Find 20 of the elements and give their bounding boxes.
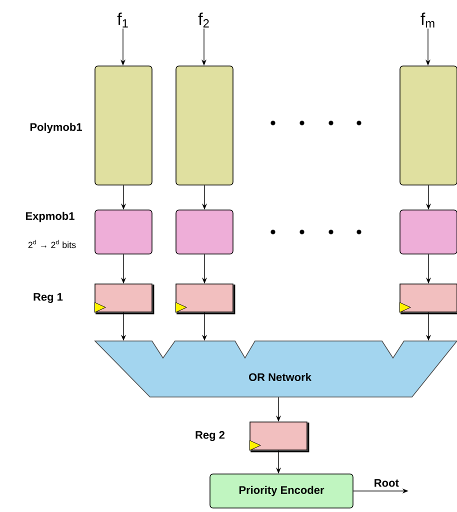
register-box	[399, 284, 457, 314]
polymob-box	[400, 66, 457, 186]
row-note: 2$^{d}$ → 2$^{d}$ bits	[28, 240, 76, 248]
register-box	[94, 284, 154, 314]
expmob-box	[176, 210, 234, 254]
register-box	[249, 422, 310, 452]
polymob-box	[176, 66, 234, 186]
input-label: f$_{m}$	[420, 12, 434, 28]
row-label: Reg 2	[196, 431, 225, 442]
priority-encoder-box: Priority Encoder	[210, 474, 354, 508]
expmob-box	[94, 210, 152, 254]
row-label: Polymob1	[30, 122, 82, 134]
expmob-box	[400, 210, 457, 254]
register-box	[175, 284, 236, 314]
row-label: Expmob1	[26, 212, 74, 222]
input-label: f$_{2}$	[198, 12, 209, 28]
polymob-box	[94, 66, 152, 186]
row-label: Reg 1	[34, 293, 63, 303]
input-label: f$_{1}$	[117, 12, 128, 28]
edge-label: Root	[372, 478, 400, 488]
